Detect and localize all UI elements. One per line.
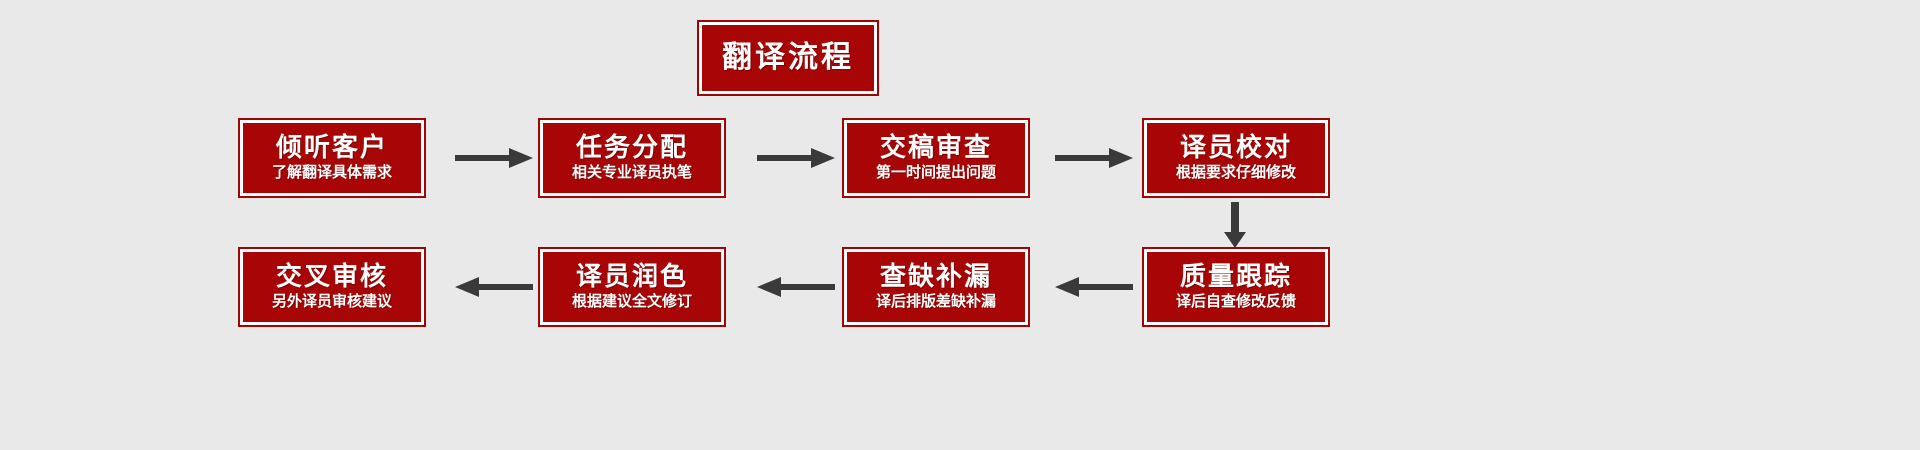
arrow-left-icon: [455, 274, 533, 300]
arrow-right-icon: [757, 145, 835, 171]
arrow-left-icon: [1055, 274, 1133, 300]
process-step-1-subtitle: 了解翻译具体需求: [271, 163, 392, 182]
process-step-5-subtitle: 译后自查修改反馈: [1175, 292, 1296, 311]
flowchart-title-box: 翻译流程: [697, 20, 879, 96]
process-step-7-subtitle: 根据建议全文修订: [571, 292, 692, 311]
arrow-down-icon: [1222, 202, 1248, 248]
process-step-3-title: 交稿审查: [879, 132, 992, 163]
process-step-3-subtitle: 第一时间提出问题: [875, 163, 996, 182]
process-step-1-title: 倾听客户: [275, 132, 388, 163]
process-step-2-title: 任务分配: [575, 132, 688, 163]
process-step-2[interactable]: 任务分配 相关专业译员执笔: [538, 118, 726, 198]
process-step-6[interactable]: 查缺补漏 译后排版差缺补漏: [842, 247, 1030, 327]
arrow-right-icon: [455, 145, 533, 171]
process-step-8[interactable]: 交叉审核 另外译员审核建议: [238, 247, 426, 327]
process-step-1[interactable]: 倾听客户 了解翻译具体需求: [238, 118, 426, 198]
arrow-right-icon: [1055, 145, 1133, 171]
process-step-2-subtitle: 相关专业译员执笔: [571, 163, 692, 182]
process-step-3[interactable]: 交稿审查 第一时间提出问题: [842, 118, 1030, 198]
process-step-6-title: 查缺补漏: [879, 261, 992, 292]
process-step-5[interactable]: 质量跟踪 译后自查修改反馈: [1142, 247, 1330, 327]
process-step-6-subtitle: 译后排版差缺补漏: [875, 292, 996, 311]
flowchart-title-text: 翻译流程: [722, 40, 854, 76]
process-step-5-title: 质量跟踪: [1179, 261, 1292, 292]
arrow-left-icon: [757, 274, 835, 300]
process-step-7-title: 译员润色: [575, 261, 688, 292]
process-step-4-title: 译员校对: [1179, 132, 1292, 163]
process-step-8-title: 交叉审核: [275, 261, 388, 292]
process-step-8-subtitle: 另外译员审核建议: [271, 292, 392, 311]
process-step-4[interactable]: 译员校对 根据要求仔细修改: [1142, 118, 1330, 198]
process-step-4-subtitle: 根据要求仔细修改: [1175, 163, 1296, 182]
process-step-7[interactable]: 译员润色 根据建议全文修订: [538, 247, 726, 327]
